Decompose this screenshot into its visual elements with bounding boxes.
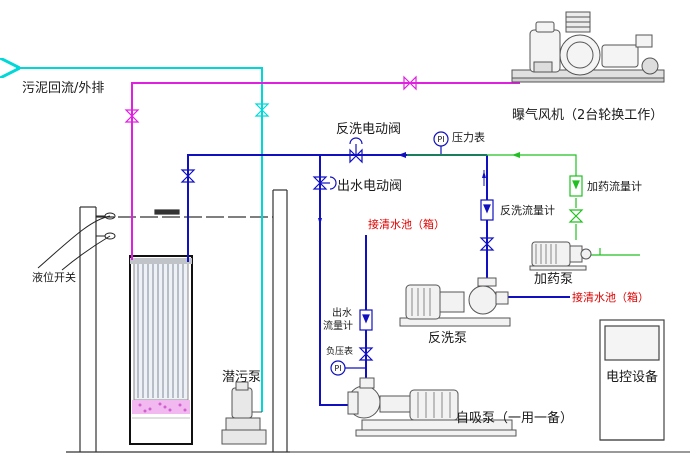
label-level-switch: 液位开关: [32, 270, 76, 284]
label-self-priming-pump: 自吸泵（一用一备）: [456, 410, 573, 426]
pressure-gauge: [433, 131, 449, 155]
label-clear-pool-2: 接清水池（箱）: [572, 290, 649, 304]
dosing-pump: [529, 241, 592, 271]
outlet-electric-valve: [312, 176, 337, 190]
header-valve: [180, 169, 196, 183]
negative-pressure-gauge: [330, 360, 366, 376]
label-submersible-pump: 潜污泵: [222, 370, 261, 385]
label-backwash-valve: 反洗电动阀: [336, 122, 401, 137]
water-pipe: [187, 154, 570, 406]
label-outlet-flowmeter-2: 流量计: [323, 319, 353, 332]
air-valve-vertical: [124, 109, 140, 123]
label-sludge: 污泥回流/外排: [22, 81, 104, 96]
label-clear-pool-1: 接清水池（箱）: [368, 217, 445, 231]
label-backwash-pump: 反洗泵: [428, 331, 467, 346]
blower: [511, 11, 665, 83]
label-dosing-pump: 加药泵: [534, 272, 573, 287]
dosing-flowmeter: [569, 175, 583, 197]
label-control-box: 电控设备: [606, 369, 658, 385]
submersible-pump: [221, 381, 267, 445]
label-blower: 曝气风机（2台轮换工作）: [512, 107, 663, 123]
sludge-pipe: [16, 68, 263, 412]
self-priming-pump: [347, 377, 517, 437]
control-cabinet: [599, 319, 665, 441]
dosing-pipe: [407, 154, 640, 256]
level-switch: [37, 212, 116, 271]
mbr-tank: [66, 189, 290, 453]
backwash-electric-valve: [349, 137, 363, 164]
label-pi-bottom: PI: [334, 364, 341, 373]
backwash-pump: [399, 277, 511, 327]
backwash-flowmeter: [480, 199, 494, 221]
label-pressure-gauge: 压力表: [452, 130, 485, 144]
membrane-module: [129, 255, 193, 445]
outlet-flowmeter: [359, 309, 373, 331]
label-pi-top: PI: [437, 135, 444, 144]
label-neg-gauge: 负压表: [326, 345, 353, 357]
label-outlet-flowmeter-1: 出水: [332, 306, 352, 319]
dosing-arrow: [512, 152, 520, 158]
label-outlet-valve: 出水电动阀: [337, 179, 402, 194]
air-valve-horizontal: [403, 75, 417, 91]
backwash-pump-valve: [479, 237, 495, 251]
outlet-valve: [358, 347, 374, 361]
label-dosing-flowmeter: 加药流量计: [587, 179, 642, 193]
sludge-valve: [254, 103, 270, 117]
label-backwash-flowmeter: 反洗流量计: [500, 203, 555, 217]
dosing-valve: [568, 209, 584, 223]
air-pipe: [131, 82, 520, 260]
